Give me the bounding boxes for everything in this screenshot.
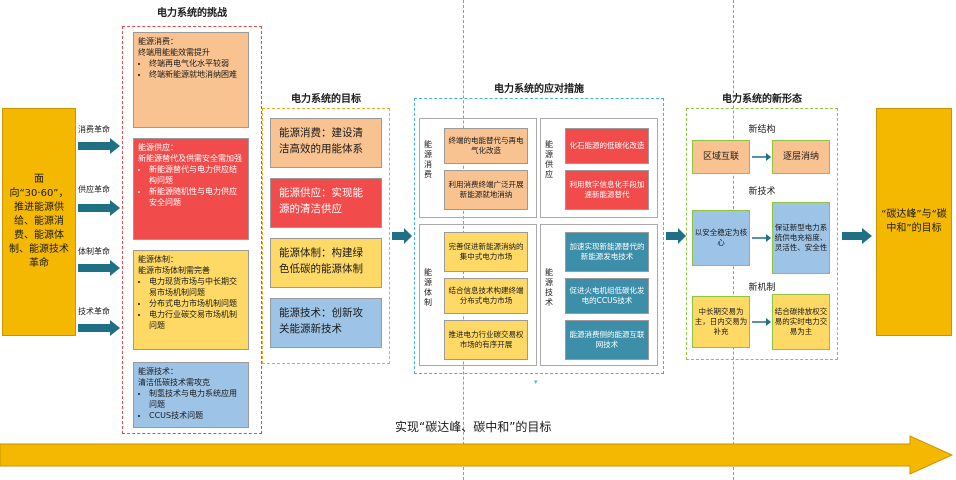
measure-cell: 推进电力行业碳交易权市场的有序开展 [444, 320, 528, 360]
revolution-label-system: 体制革命 [78, 247, 110, 256]
bottom-arrow [0, 435, 954, 475]
measure-cell: 利用数字信息化手段加速新能源替代 [565, 170, 649, 210]
measures-marker: ▾ [534, 378, 538, 386]
challenge-bullet: 新能源随机性与电力供应安全问题 [149, 186, 244, 208]
measure-cell: 结合信息技术构建终端分布式电力市场 [444, 278, 528, 314]
challenge-head: 能源供应： [138, 143, 178, 152]
goal-supply: 能源供应：实现能源的清洁供应 [270, 178, 382, 228]
mechanism-left: 中长期交易为主，日内交易为补充 [692, 296, 750, 348]
goals-title: 电力系统的目标 [291, 94, 361, 105]
section-head: 新机制 [748, 283, 776, 293]
revolution-label-technology: 技术革命 [78, 307, 110, 316]
section-head: 新结构 [748, 125, 776, 135]
measures-frame [414, 98, 664, 374]
quadrant-label: 能源技术 [545, 268, 553, 307]
quadrant-technology [540, 224, 658, 366]
challenges-frame [122, 26, 262, 434]
quadrant-consumption [419, 118, 537, 218]
arrow-icon [752, 234, 771, 242]
new-form-frame [686, 108, 838, 360]
measure-cell: 利用消费终端广泛开展新能源就地消纳 [444, 170, 528, 210]
bottom-label: 实现“碳达峰、碳中和”的目标 [395, 420, 552, 434]
quadrant-supply [540, 118, 658, 218]
challenge-head: 能源消费： [138, 37, 178, 46]
measures-title: 电力系统的应对措施 [494, 84, 584, 95]
revolution-arrow-1 [78, 138, 120, 154]
challenge-bullet: 电力行业碳交易市场机制问题 [149, 309, 244, 331]
section-head: 新技术 [748, 187, 776, 197]
challenge-sub: 能源市场体制需完善 [138, 266, 210, 275]
target-box: “碳达峰”与“碳中和”的目标 [876, 108, 952, 336]
challenge-bullet: CCUS技术问题 [149, 410, 244, 421]
challenge-bullet: 终端再电气化水平较弱 [149, 58, 244, 69]
revolution-arrow-4 [78, 320, 120, 336]
challenge-bullet: 终端新能源就地消纳困难 [149, 69, 244, 80]
challenge-bullet: 制氢技术与电力系统应用问题 [149, 388, 244, 410]
measure-cell: 能源消费侧的能源互联网技术 [565, 320, 649, 360]
structure-left: 区域互联 [692, 140, 750, 174]
goal-system: 能源体制：构建绿色低碳的能源体制 [270, 238, 382, 288]
challenge-bullet: 电力现货市场与中长期交易市场机制问题 [149, 276, 244, 298]
flow-arrow-1 [392, 228, 412, 244]
technology-right: 保证新型电力系统供电充裕度、灵活性、安全性 [772, 202, 830, 274]
challenge-sub: 新能源替代及供需安全需加强 [138, 154, 242, 163]
challenges-title: 电力系统的挑战 [157, 8, 227, 19]
goal-technology: 能源技术：创新攻关能源新技术 [270, 298, 382, 348]
new-form-title: 电力系统的新形态 [722, 94, 802, 105]
revolution-label-consumption: 消费革命 [78, 125, 110, 134]
quadrant-label: 能源消费 [424, 140, 432, 179]
challenge-consumption: 能源消费： 终端用能能效需提升 终端再电气化水平较弱 终端新能源就地消纳困难 [133, 32, 249, 128]
revolution-arrow-2 [78, 200, 120, 216]
technology-left: 以安全稳定为核心 [692, 210, 750, 266]
arrow-icon [752, 318, 771, 326]
quadrant-label: 能源体制 [424, 268, 432, 307]
challenge-head: 能源技术： [138, 367, 178, 376]
challenge-technology: 能源技术： 清洁低碳技术需攻克 制氢技术与电力系统应用问题 CCUS技术问题 [133, 362, 249, 428]
measure-cell: 终端的电能替代与再电气化改造 [444, 128, 528, 164]
structure-right: 逐层消纳 [772, 140, 830, 174]
arrow-icon [752, 153, 771, 161]
challenge-sub: 清洁低碳技术需攻克 [138, 378, 210, 387]
quadrant-label: 能源供应 [545, 140, 553, 179]
measure-cell: 促进火电机组低碳化发电的CCUS技术 [565, 278, 649, 314]
revolution-label-supply: 供应革命 [78, 185, 110, 194]
measure-cell: 化石能源的低碳化改造 [565, 128, 649, 164]
measure-cell: 加速实现新能源替代的新能源发电技术 [565, 232, 649, 272]
measure-cell: 完善促进新能源消纳的集中式电力市场 [444, 232, 528, 272]
challenge-sub: 终端用能能效需提升 [138, 48, 210, 57]
goals-frame [262, 108, 390, 364]
challenge-system: 能源体制： 能源市场体制需完善 电力现货市场与中长期交易市场机制问题 分布式电力… [133, 250, 249, 350]
challenge-bullet: 新能源替代与电力供应结构问题 [149, 164, 244, 186]
flow-arrow-2 [666, 228, 686, 244]
goal-consumption: 能源消费：建设清洁高效的用能体系 [270, 118, 382, 168]
challenge-bullet: 分布式电力市场机制问题 [149, 298, 244, 309]
challenge-head: 能源体制： [138, 255, 178, 264]
revolution-arrow-3 [78, 260, 120, 276]
mechanism-right: 结合碳排放权交易的实时电力交易为主 [772, 294, 830, 350]
challenge-supply: 能源供应： 新能源替代及供需安全需加强 新能源替代与电力供应结构问题 新能源随机… [133, 138, 249, 240]
quadrant-system [419, 224, 537, 366]
flow-arrow-3 [842, 228, 872, 244]
premise-box: 面向“30·60”，推进能源供给、能源消费、能源体制、能源技术革命 [2, 108, 76, 336]
